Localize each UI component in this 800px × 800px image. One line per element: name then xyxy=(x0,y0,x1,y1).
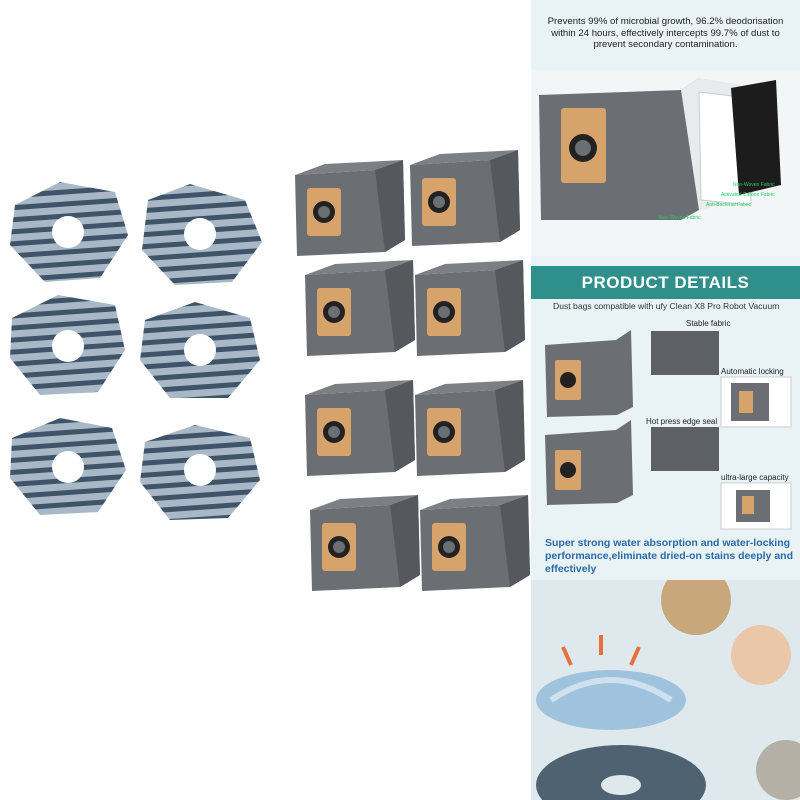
mop-pad xyxy=(140,425,260,520)
mop-pad xyxy=(142,184,262,285)
product-details-header: PRODUCT DETAILS xyxy=(531,266,800,299)
dust-bags-svg xyxy=(295,150,530,591)
dust-bag xyxy=(295,160,405,256)
dust-bag xyxy=(410,150,520,246)
feature-stable-fabric: Stable fabric xyxy=(686,319,731,328)
filter-label: Non-Woven Fabric xyxy=(733,182,775,188)
product-details-illustration: Stable fabric Automatic locking Hot pres… xyxy=(531,315,800,530)
mop-pad xyxy=(10,295,125,395)
mop-pad xyxy=(10,418,126,515)
dust-bag-grid xyxy=(290,140,530,610)
filter-layers-illustration: Non-Woven Fabric Activated Carbon Fabric… xyxy=(531,70,800,256)
filter-label: Activated Carbon Fabric xyxy=(721,192,775,198)
feature-hot-press-seal: Hot press edge seal xyxy=(646,417,718,426)
filter-label: Non-Woven Fabric xyxy=(659,215,701,221)
dust-bag xyxy=(415,380,525,476)
filter-label: Anti-Bacterial Fabric xyxy=(706,202,752,208)
dust-bag xyxy=(415,260,525,356)
dust-bag xyxy=(305,380,415,476)
mop-pad-grid xyxy=(0,170,270,540)
water-absorption-illustration xyxy=(531,565,800,800)
dust-bag xyxy=(420,495,530,591)
dust-bag xyxy=(305,260,415,356)
water-absorption-text: Super strong water absorption and water-… xyxy=(545,537,793,575)
feature-ultra-large-capacity: ultra-large capacity xyxy=(721,473,789,482)
mop-pad xyxy=(10,182,128,282)
filtration-description: Prevents 99% of microbial growth, 96.2% … xyxy=(547,16,784,50)
feature-automatic-locking: Automatic locking xyxy=(721,367,784,376)
compatibility-text: Dust bags compatible with ufy Clean X8 P… xyxy=(553,301,780,311)
mop-pads-svg xyxy=(10,182,262,520)
dust-bag xyxy=(310,495,420,591)
product-info-panel: Prevents 99% of microbial growth, 96.2% … xyxy=(531,0,800,800)
mop-pad xyxy=(140,302,260,398)
